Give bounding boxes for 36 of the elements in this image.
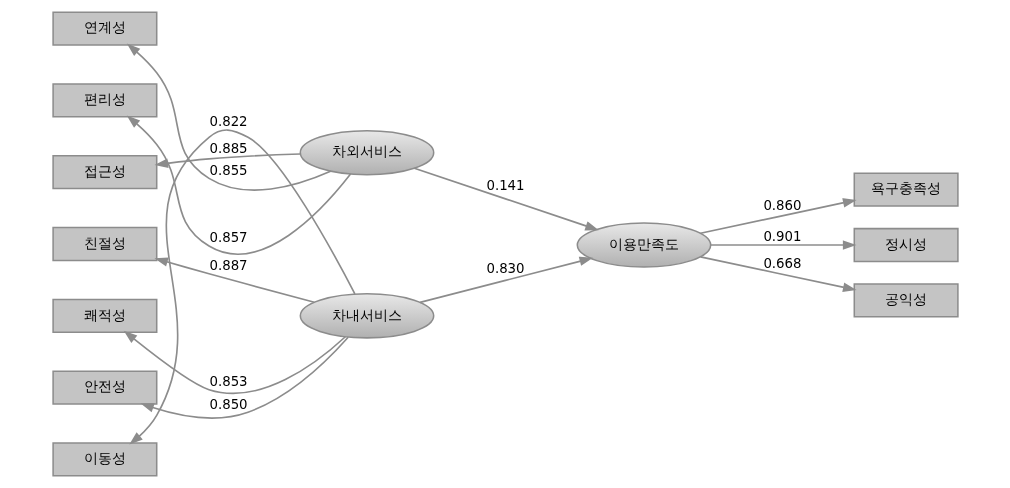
edge-label: 0.885 [208,141,248,157]
edge-label: 0.822 [208,114,248,130]
arrow [153,257,315,304]
arrow [139,336,349,419]
node-box: 공익성 [853,283,959,318]
arrow [123,330,346,395]
edge-label: 0.860 [762,197,802,213]
edge-label: 0.887 [208,258,248,274]
node-ellipse: 차내서비스 [299,293,434,339]
edge-label: 0.853 [208,373,248,389]
arrow [709,240,856,250]
node-box: 욕구충족성 [853,172,959,207]
arrow [154,153,301,168]
arrow [418,256,593,304]
node-box: 접근성 [51,155,157,190]
arrow [699,256,856,292]
node-box: 친절성 [51,226,157,262]
edge-label: 0.850 [208,396,248,412]
arrow [126,43,331,191]
node-box: 쾌적성 [51,298,157,333]
node-box: 이동성 [51,442,157,477]
edge-label: 0.668 [762,256,802,271]
node-box: 정시성 [853,227,959,263]
node-box: 편리성 [51,83,157,118]
arrow [128,129,356,445]
arrow [413,167,599,231]
edge-label: 0.830 [485,261,525,277]
arrow [699,198,856,235]
edge-label: 0.901 [762,229,802,245]
edge-label: 0.141 [485,178,525,194]
node-ellipse: 차외서비스 [299,129,434,176]
edge-label: 0.857 [208,230,248,246]
node-box: 연계성 [51,11,157,46]
edge-label: 0.855 [208,162,248,178]
arrow [126,115,351,255]
node-box: 안전성 [51,370,157,405]
